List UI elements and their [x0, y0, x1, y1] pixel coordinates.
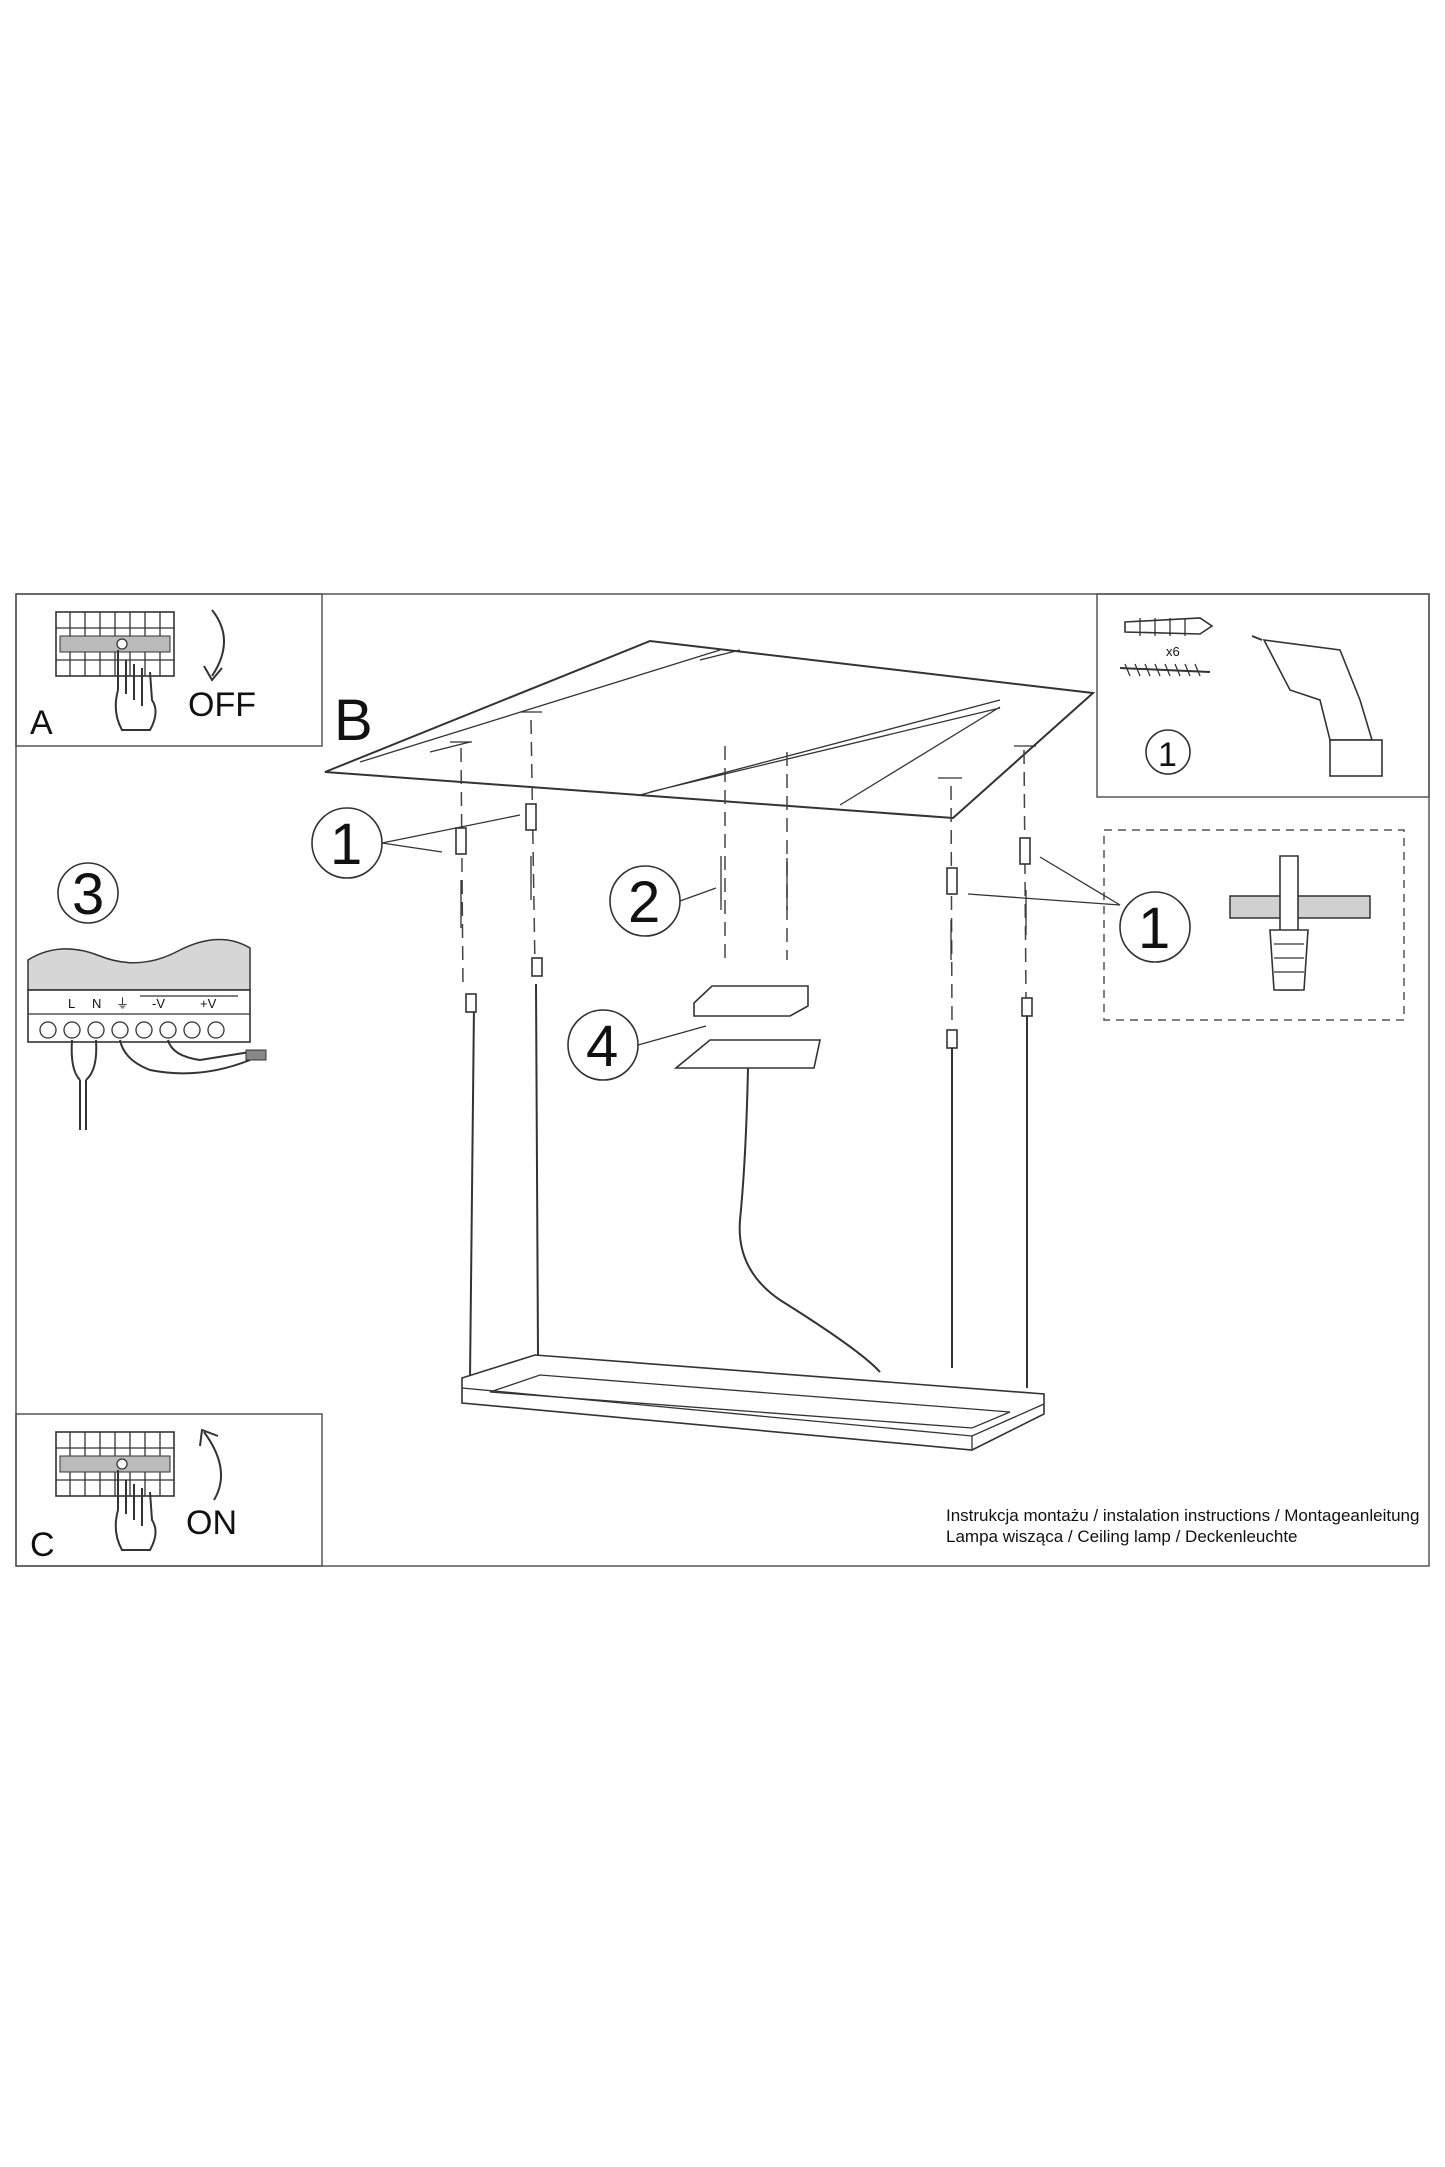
- panel-c-frame: [15, 1413, 323, 1567]
- panel-a-frame: [15, 593, 323, 747]
- cable-left-2: [535, 983, 539, 1356]
- terminal-label-ground: ⏚: [116, 996, 129, 1011]
- wiring-step-number: 3: [72, 862, 104, 927]
- anchor-detail: [1229, 855, 1371, 991]
- canopy: [673, 985, 821, 1069]
- callout-screws: 2: [609, 865, 717, 937]
- ceiling-plane: [324, 639, 1096, 820]
- callout-anchor-left: 1: [311, 807, 521, 879]
- anchor-set: [450, 711, 1036, 1049]
- cable-left-1: [469, 1005, 475, 1379]
- anchor-detail-frame: [1103, 829, 1405, 1021]
- hand-icon: [114, 1470, 157, 1551]
- terminal-label-minus-v: -V: [152, 996, 165, 1011]
- panel-c-action: ON: [186, 1504, 237, 1542]
- terminal-block-icon: L N ⏚ -V +V: [27, 938, 267, 1130]
- screw-icon: [1119, 663, 1211, 677]
- svg-text:2: 2: [628, 870, 660, 935]
- svg-text:1: 1: [330, 812, 362, 877]
- outer-frame: [15, 593, 1430, 1567]
- terminal-label-n: N: [92, 996, 101, 1011]
- terminal-label-plus-v: +V: [200, 996, 217, 1011]
- caption-line-2: Lampa wisząca / Ceiling lamp / Deckenleu…: [946, 1527, 1298, 1546]
- wall-plug-icon: [1124, 617, 1214, 636]
- callout-anchor-right: 1: [967, 856, 1191, 963]
- arrow-down-icon: [203, 609, 225, 682]
- terminal-label-l: L: [68, 996, 75, 1011]
- breaker-icon: [55, 611, 175, 677]
- power-cord: [738, 1067, 881, 1373]
- panel-a-letter: A: [30, 704, 53, 742]
- hand-icon: [114, 650, 157, 731]
- arrow-up-icon: [199, 1428, 222, 1501]
- svg-text:1: 1: [1138, 896, 1170, 961]
- caption-line-1: Instrukcja montażu / instalation instruc…: [946, 1506, 1419, 1525]
- tools-panel-frame: [1096, 593, 1430, 798]
- tools-quantity: x6: [1166, 644, 1180, 659]
- panel-c-letter: C: [30, 1526, 55, 1564]
- breaker-icon: [55, 1431, 175, 1497]
- tools-step-number: 1: [1158, 736, 1177, 774]
- panel-a-action: OFF: [188, 686, 256, 724]
- panel-a: OFF A: [30, 609, 256, 742]
- callout-canopy: 4: [567, 1009, 707, 1081]
- panel-b: B: [311, 639, 1371, 1451]
- tools-panel: x6 1: [1119, 617, 1383, 777]
- svg-text:4: 4: [586, 1014, 618, 1079]
- lamp-body: [461, 1354, 1045, 1451]
- panel-c: ON C: [30, 1428, 237, 1564]
- drill-icon: [1251, 635, 1383, 777]
- wiring-panel: 3 L N ⏚ -V +V: [27, 862, 267, 1130]
- panel-b-letter: B: [334, 688, 373, 753]
